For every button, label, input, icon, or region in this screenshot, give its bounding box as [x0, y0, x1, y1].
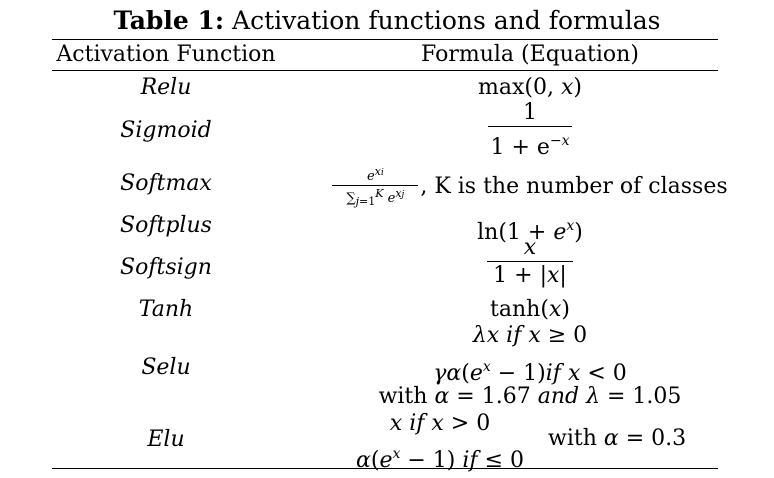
row-name-selu: Selu: [141, 355, 191, 380]
row-name-relu: Relu: [140, 75, 192, 100]
fraction-bar: [487, 261, 573, 262]
softsign-numerator: x: [523, 235, 537, 260]
table-caption-label: Table 1:: [113, 6, 225, 35]
top-rule: [52, 39, 718, 40]
row-name-tanh: Tanh: [138, 297, 194, 322]
sigmoid-denominator: 1 + e−x: [490, 133, 570, 160]
row-name-softmax: Softmax: [120, 171, 212, 196]
formula-selu-line2: γα(ex − 1)if x < 0: [433, 359, 627, 386]
formula-tanh: tanh(x): [490, 297, 570, 322]
formula-softplus: ln(1 + ex): [477, 218, 583, 245]
formula-selu-line3: with α = 1.67 and λ = 1.05: [378, 384, 682, 409]
sigmoid-numerator: 1: [523, 100, 537, 125]
formula-relu: max(0, x): [478, 75, 582, 100]
row-name-sigmoid: Sigmoid: [120, 118, 212, 143]
formula-sigmoid: 1 1 + e−x: [320, 100, 740, 162]
header-formula: Formula (Equation): [421, 42, 639, 67]
formula-selu-line1: λx if x ≥ 0: [472, 323, 588, 348]
softmax-suffix: , K is the number of classes: [420, 174, 728, 199]
softsign-denominator: 1 + |x|: [493, 263, 567, 288]
table-caption-text: Activation functions and formulas: [224, 6, 661, 35]
fraction-bar: [488, 126, 572, 127]
formula-elu-line2: α(ex − 1) if ≤ 0: [356, 446, 524, 473]
header-rule: [52, 70, 718, 71]
row-name-softplus: Softplus: [120, 213, 212, 238]
header-activation-function: Activation Function: [56, 42, 276, 67]
formula-softsign: x 1 + |x|: [320, 235, 740, 290]
formula-elu-line1: x if x > 0: [389, 411, 491, 436]
row-name-softsign: Softsign: [120, 255, 212, 280]
table-caption: Table 1: Activation functions and formul…: [0, 6, 774, 36]
formula-softmax: exi ∑j=1K exj , K is the number of class…: [320, 164, 740, 210]
bottom-rule: [52, 468, 718, 469]
formula-elu-note: with α = 0.3: [548, 426, 687, 451]
row-name-elu: Elu: [147, 427, 185, 452]
